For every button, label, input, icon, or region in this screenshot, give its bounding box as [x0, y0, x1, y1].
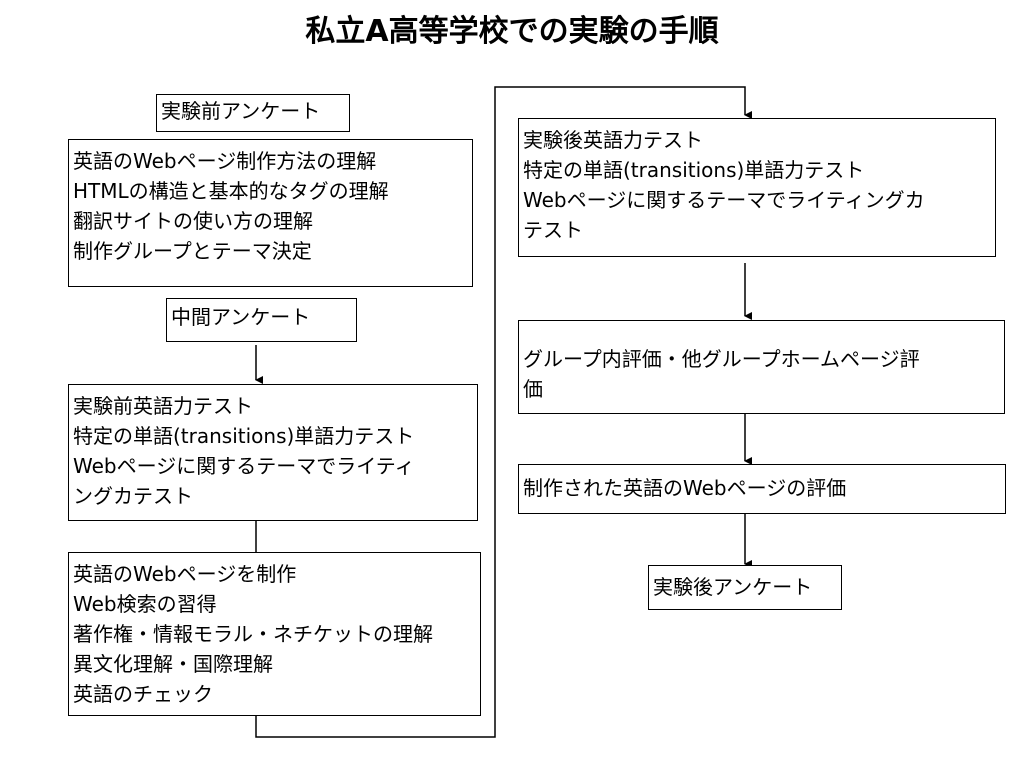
post-survey-label: 実験後アンケート — [653, 575, 813, 599]
production-line: Web検索の習得 — [73, 592, 217, 616]
production-line: 著作権・情報モラル・ネチケットの理解 — [73, 622, 433, 646]
pre-survey-label: 実験前アンケート — [161, 99, 321, 123]
study-box: 英語のWebページ制作方法の理解 HTMLの構造と基本的なタグの理解 翻訳サイト… — [68, 139, 473, 287]
group-eval-box: グループ内評価・他グループホームページ評 価 — [518, 320, 1005, 414]
page-eval-box: 制作された英語のWebページの評価 — [518, 464, 1006, 514]
diagram-title: 私立A高等学校での実験の手順 — [305, 14, 719, 49]
post-test-line: Webページに関するテーマでライティングカ — [523, 188, 925, 212]
production-line: 異文化理解・国際理解 — [73, 652, 273, 676]
study-line: 制作グループとテーマ決定 — [73, 239, 312, 263]
production-line: 英語のチェック — [73, 682, 213, 706]
pre-survey-box: 実験前アンケート — [156, 94, 350, 132]
production-line: 英語のWebページを制作 — [73, 562, 297, 586]
mid-survey-box: 中間アンケート — [166, 298, 357, 342]
production-box: 英語のWebページを制作 Web検索の習得 著作権・情報モラル・ネチケットの理解… — [68, 552, 481, 716]
group-eval-line: 価 — [523, 377, 543, 401]
pre-test-line: ングカテスト — [73, 484, 193, 508]
connector-production-to-post-test — [255, 86, 752, 738]
group-eval-line: グループ内評価・他グループホームページ評 — [523, 347, 920, 371]
page-eval-label: 制作された英語のWebページの評価 — [523, 476, 847, 500]
study-line: 翻訳サイトの使い方の理解 — [73, 209, 313, 233]
pre-test-box: 実験前英語力テスト 特定の単語(transitions)単語力テスト Webペー… — [68, 384, 478, 521]
study-line: HTMLの構造と基本的なタグの理解 — [73, 179, 389, 203]
post-test-line: 特定の単語(transitions)単語力テスト — [523, 158, 865, 182]
post-test-box: 実験後英語力テスト 特定の単語(transitions)単語力テスト Webペー… — [518, 118, 996, 257]
post-test-line: 実験後英語力テスト — [523, 128, 703, 152]
pre-test-line: Webページに関するテーマでライティ — [73, 454, 415, 478]
post-test-line: テスト — [523, 218, 583, 242]
mid-survey-label: 中間アンケート — [171, 305, 311, 329]
study-line: 英語のWebページ制作方法の理解 — [73, 149, 377, 173]
pre-test-line: 特定の単語(transitions)単語力テスト — [73, 424, 415, 448]
post-survey-box: 実験後アンケート — [648, 565, 842, 610]
pre-test-line: 実験前英語力テスト — [73, 394, 253, 418]
